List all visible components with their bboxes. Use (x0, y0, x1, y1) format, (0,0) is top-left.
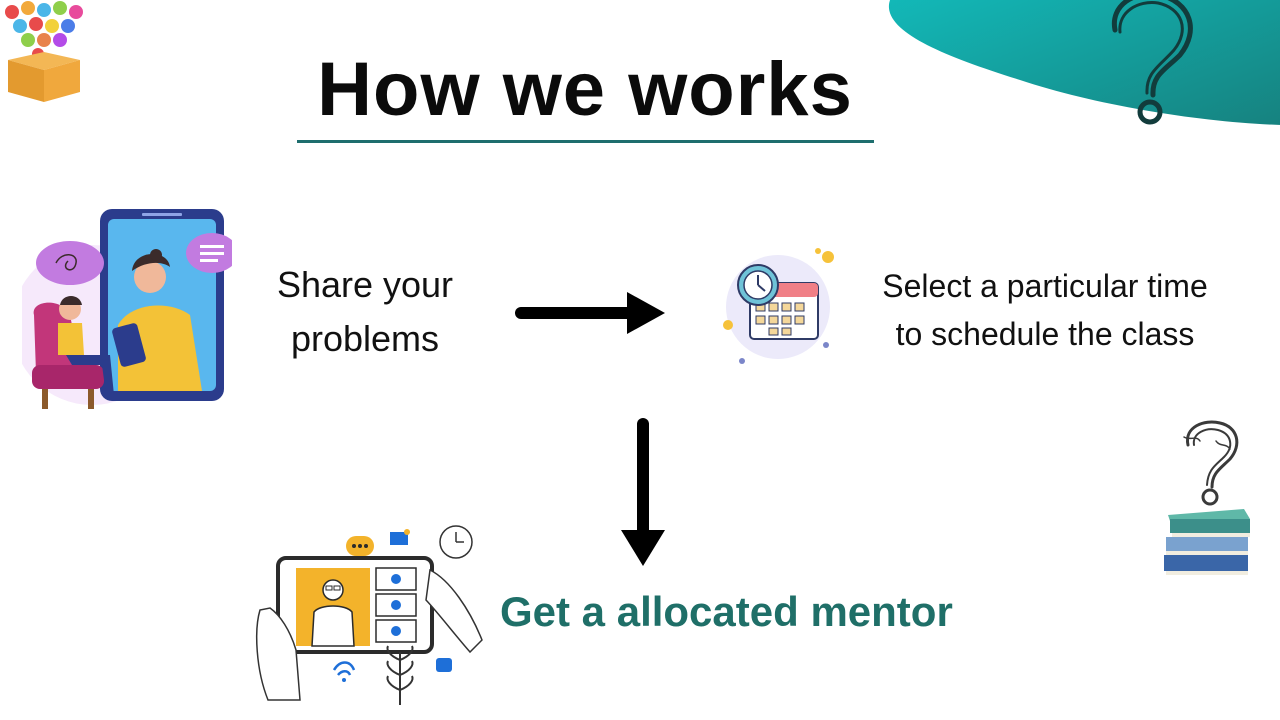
arrow-down-icon (621, 418, 665, 566)
tablet-mentor-illustration (256, 525, 483, 705)
title-underline (297, 140, 874, 143)
step-share-text: Share your problems (255, 258, 475, 366)
calendar-clock-icon (723, 248, 834, 364)
teal-blob-decoration (888, 0, 1280, 125)
step-schedule-line1: Select a particular time (882, 268, 1208, 304)
step-share-line2: problems (290, 318, 440, 359)
video-call-illustration (22, 209, 232, 409)
step-schedule-line2: to schedule the class (895, 316, 1195, 352)
step-mentor-text: Get a allocated mentor (500, 588, 953, 635)
question-box-icon (5, 1, 83, 102)
books-question-icon (1164, 420, 1250, 575)
arrow-right-icon (515, 292, 665, 334)
question-mark-icon (1111, 0, 1193, 125)
page-title: How we works (317, 47, 853, 132)
step-share-line1: Share your (276, 264, 454, 305)
step-schedule-text: Select a particular time to schedule the… (855, 262, 1235, 358)
